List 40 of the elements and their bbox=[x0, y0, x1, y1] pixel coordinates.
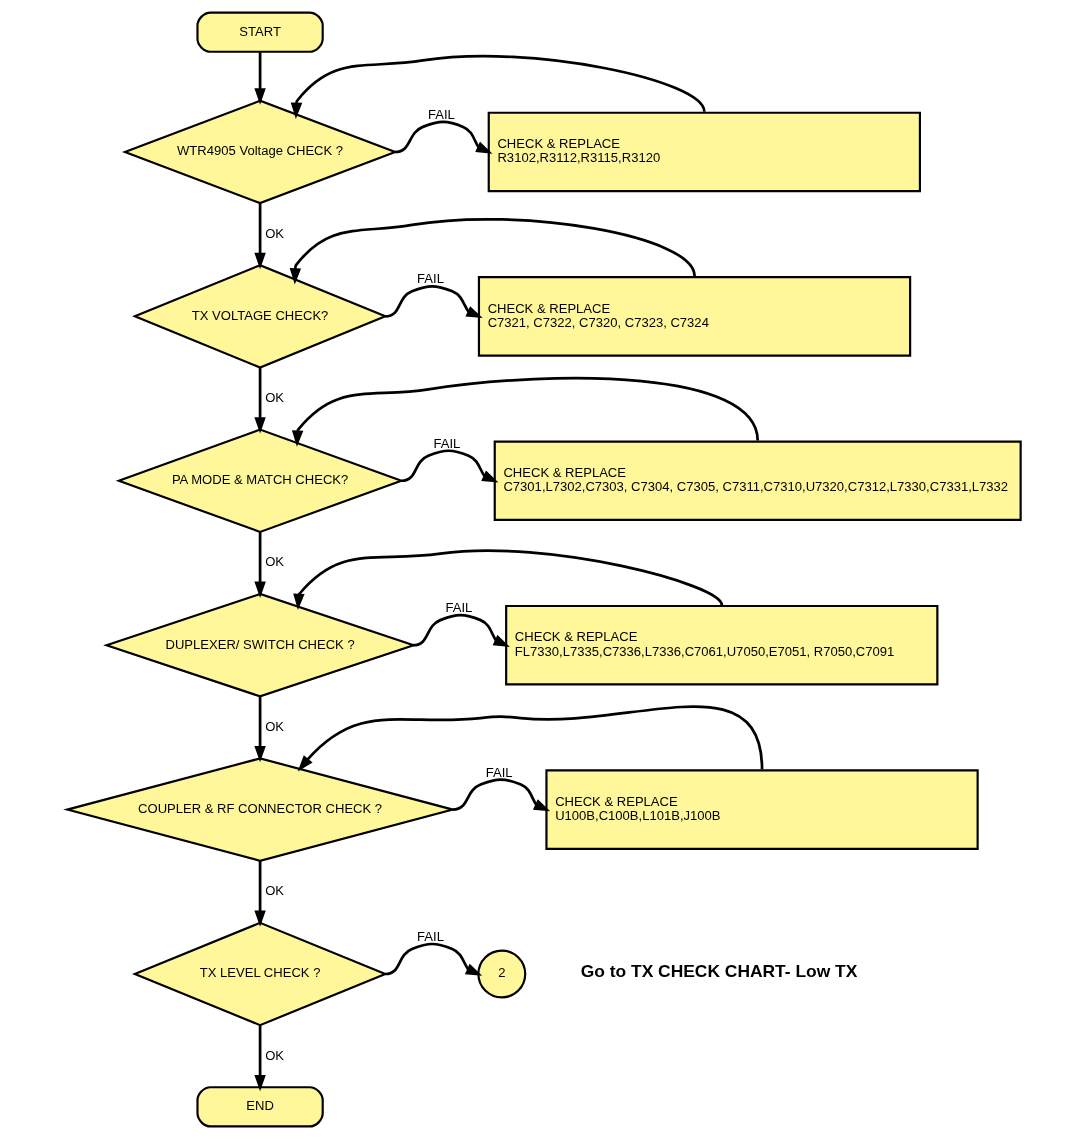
arrow bbox=[384, 285, 483, 318]
node-circle: 2 bbox=[476, 949, 526, 999]
edge-label: FAIL bbox=[485, 764, 512, 780]
arrow bbox=[253, 1025, 266, 1092]
edge-label: FAIL bbox=[416, 928, 443, 944]
arrow bbox=[253, 367, 266, 434]
arrow bbox=[291, 376, 759, 447]
node-box: CHECK & REPLACE R3102,R3112,R3115,R3120 bbox=[487, 111, 921, 193]
arrow bbox=[253, 52, 266, 105]
node-box: CHECK & REPLACE FL7330,L7335,C7336,L7336,C7061,U7050,E7051, R7050,C7091 bbox=[504, 604, 938, 686]
node-box: CHECK & REPLACE C7321, C7322, C7320, C7323, C7324 bbox=[477, 276, 911, 357]
edge-label: OK bbox=[264, 389, 284, 405]
arrow bbox=[400, 449, 498, 483]
node-box: CHECK & REPLACE C7301,L7302,C7303, C7304, C7305, C7311,C7310,U7320,C7312,L7330,C7331,L7332 bbox=[493, 440, 1022, 522]
arrow bbox=[452, 778, 550, 812]
edge-label: OK bbox=[264, 718, 284, 734]
node-box: CHECK & REPLACE U100B,C100B,L101B,J100B bbox=[544, 769, 979, 850]
edge-label: FAIL bbox=[416, 271, 443, 287]
arrow bbox=[289, 218, 696, 285]
arrow bbox=[394, 120, 492, 154]
arrow bbox=[253, 203, 266, 270]
arrow bbox=[297, 705, 763, 772]
edge-label: FAIL bbox=[427, 106, 454, 122]
node-box: END bbox=[195, 1086, 324, 1128]
arrow bbox=[290, 54, 706, 119]
arrow bbox=[292, 549, 723, 611]
edge-label: FAIL bbox=[444, 600, 472, 616]
node-box: START bbox=[195, 11, 324, 53]
arrow bbox=[253, 860, 266, 927]
arrow bbox=[384, 942, 482, 976]
edge-label: OK bbox=[264, 883, 284, 899]
arrow bbox=[253, 531, 266, 598]
edge-label: OK bbox=[264, 1047, 284, 1063]
node-label: Go to TX CHECK CHART- Low TX bbox=[580, 961, 857, 982]
node-diamond: TX LEVEL CHECK ? bbox=[131, 921, 388, 1027]
edge-label: OK bbox=[264, 554, 284, 570]
arrow bbox=[412, 613, 510, 647]
edge-label: FAIL bbox=[432, 435, 460, 451]
edge-label: OK bbox=[264, 225, 284, 241]
arrow bbox=[253, 696, 266, 763]
